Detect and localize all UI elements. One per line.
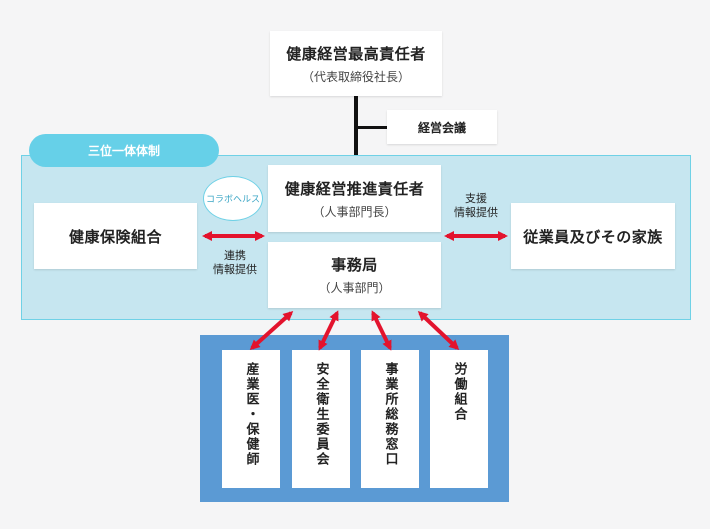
bottom-card-office-affairs: 事業所総務窓口 (361, 350, 419, 488)
right-arrow-label-line2: 情報提供 (454, 206, 498, 219)
left-arrow-label: 連携 情報提供 (205, 249, 265, 277)
arrow-office-card2 (318, 310, 339, 351)
arrow-office-card1 (249, 310, 294, 351)
family-box: 従業員及びその家族 (511, 203, 675, 269)
insurance-box: 健康保険組合 (34, 203, 197, 269)
insurance-label: 健康保険組合 (68, 227, 162, 246)
collab-health-bubble: コラボヘルス (203, 176, 263, 221)
arrow-office-card3 (371, 310, 392, 351)
left-arrow-label-line1: 連携 (224, 249, 246, 262)
left-arrow-label-line2: 情報提供 (213, 263, 257, 276)
ceo-box: 健康経営最高責任者 （代表取締役社長） (270, 31, 442, 96)
tripartite-tab: 三位一体体制 (29, 134, 219, 167)
bottom-card-label: 労働組合 (451, 362, 467, 422)
ceo-title: 健康経営最高責任者 (286, 44, 426, 63)
bottom-card-safety-committee: 安全衛生委員会 (292, 350, 350, 488)
promoter-subtitle: （人事部門長） (312, 204, 397, 219)
bottom-card-label: 産業医・保健師 (243, 362, 259, 467)
promoter-box: 健康経営推進責任者 （人事部門長） (268, 165, 441, 232)
office-subtitle: （人事部門） (318, 281, 391, 295)
bottom-card-label: 事業所総務窓口 (382, 362, 398, 467)
bottom-card-labor-union: 労働組合 (430, 350, 488, 488)
connector-vertical-top (354, 95, 358, 167)
management-meeting-label: 経営会議 (417, 120, 466, 135)
family-label: 従業員及びその家族 (523, 227, 663, 246)
bottom-card-occupational-health: 産業医・保健師 (222, 350, 280, 488)
arrow-office-card4 (417, 310, 460, 351)
right-arrow-label: 支援 情報提供 (446, 192, 506, 220)
management-meeting-box: 経営会議 (387, 110, 497, 144)
connector-meeting (356, 126, 388, 129)
promoter-title: 健康経営推進責任者 (284, 179, 425, 198)
office-box: 事務局 （人事部門） (268, 242, 441, 308)
ceo-subtitle: （代表取締役社長） (301, 69, 410, 84)
right-arrow-label-line1: 支援 (465, 192, 487, 205)
office-title: 事務局 (331, 256, 378, 274)
bottom-card-label: 安全衛生委員会 (313, 362, 329, 467)
